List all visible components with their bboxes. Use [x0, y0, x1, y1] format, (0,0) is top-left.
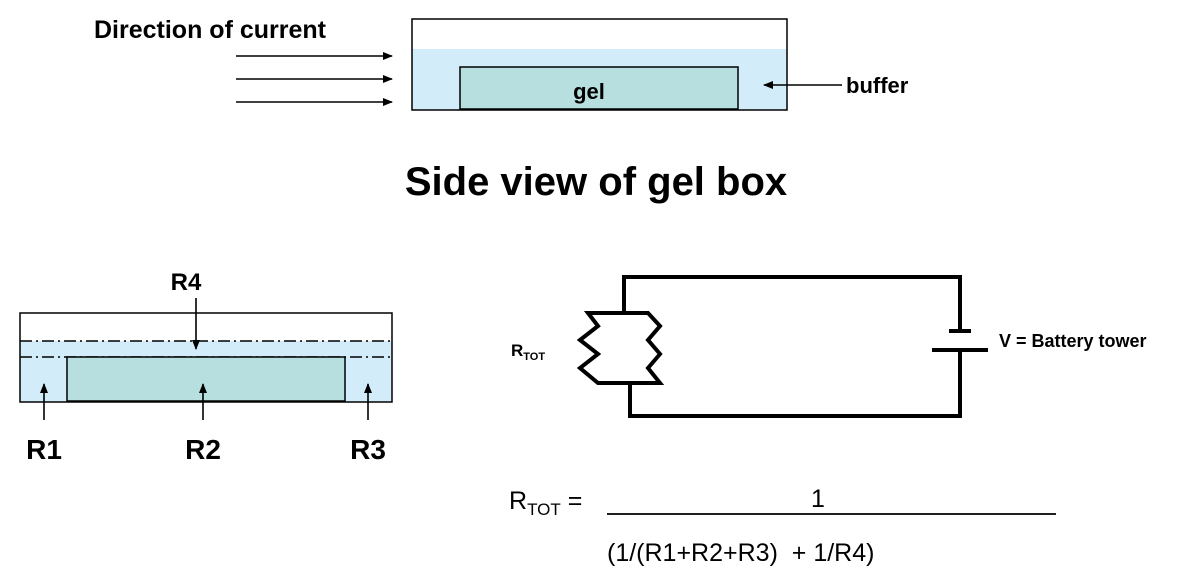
direction-of-current-label: Direction of current — [94, 16, 327, 44]
resistor-region-diagram: R4 R1 R2 R3 — [19, 269, 393, 465]
page-title: Side view of gel box — [405, 160, 787, 204]
current-direction-arrows — [236, 52, 393, 106]
circuit-wire-top — [622, 275, 962, 331]
r1-label: R1 — [26, 434, 62, 465]
gel-slab — [66, 356, 346, 402]
gel-label: gel — [573, 79, 605, 104]
resistor-zigzag-left — [576, 311, 630, 385]
formula-numerator: 1 — [811, 485, 825, 513]
circuit-diagram — [576, 275, 988, 418]
r3-label: R3 — [350, 434, 386, 465]
rtot-circuit-label: RTOT — [511, 341, 545, 363]
r2-label: R2 — [185, 434, 221, 465]
battery-label: V = Battery tower — [999, 331, 1147, 351]
formula-denominator: (1/(R1+R2+R3) + 1/R4) — [607, 539, 874, 567]
formula-lhs: RTOT = — [509, 487, 582, 519]
r4-label: R4 — [171, 269, 202, 296]
gel-slab — [459, 66, 739, 110]
gel-box-side: gel — [411, 18, 788, 111]
buffer-label: buffer — [846, 73, 909, 98]
resistor-zigzag-right — [624, 311, 665, 385]
circuit-wire-bottom — [628, 350, 962, 418]
gel-box-outline — [411, 18, 788, 111]
